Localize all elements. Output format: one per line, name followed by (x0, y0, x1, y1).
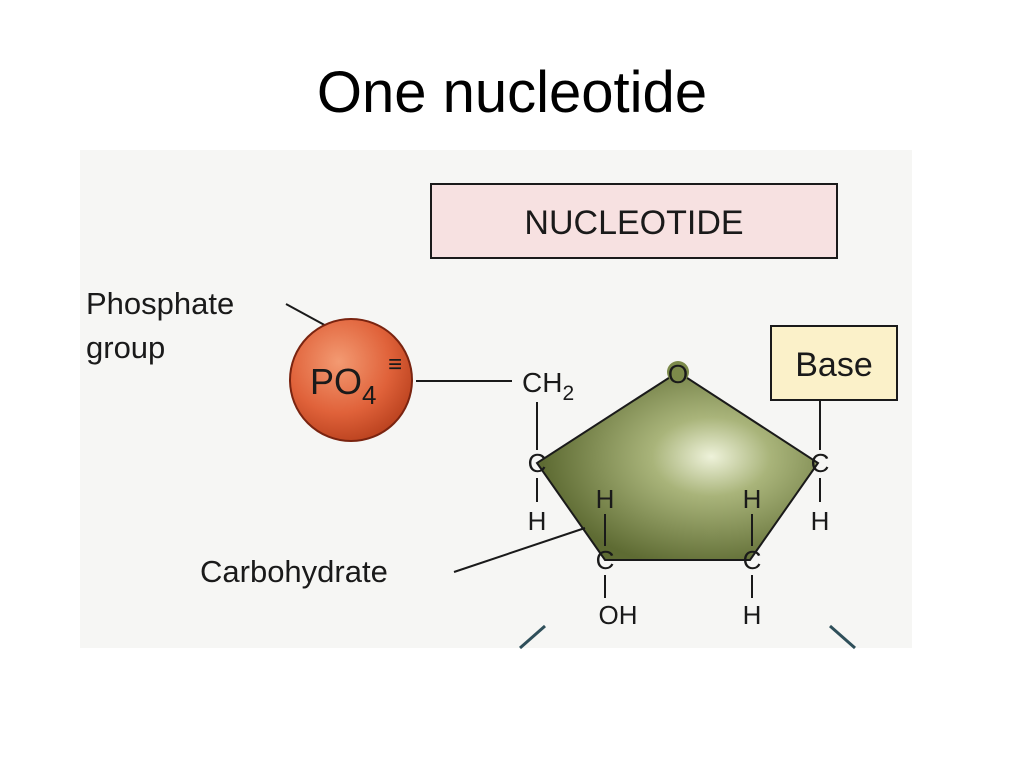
atom-c-left: C (528, 448, 547, 478)
cropped-line-left (519, 624, 546, 650)
phosphate-label-line1: Phosphate (86, 286, 234, 321)
atom-oh-bottom-left: OH (599, 600, 638, 630)
sugar-ring (535, 370, 820, 561)
atom-c-bottom-right: C (743, 545, 762, 575)
atom-h-bottom-left-top: H (596, 484, 615, 514)
nucleotide-header-label: NUCLEOTIDE (524, 204, 743, 242)
phosphate-formula-charge: ≡ (388, 351, 402, 378)
ch2-label: CH2 (522, 367, 574, 405)
ring-oxygen-dot (667, 361, 689, 383)
ch2-sub: 2 (562, 382, 574, 405)
atom-h-right: H (811, 506, 830, 536)
base-label: Base (795, 346, 873, 384)
carbohydrate-label: Carbohydrate (200, 554, 388, 589)
phosphate-formula: PO4 (310, 361, 376, 410)
atom-c-bottom-left: C (596, 545, 615, 575)
cropped-line-right (829, 624, 856, 650)
ring-oxygen-label: O (668, 359, 688, 389)
atom-h-bottom-right-top: H (743, 484, 762, 514)
slide-title: One nucleotide (316, 60, 708, 125)
atom-h-bottom-right: H (743, 600, 762, 630)
phosphate-formula-sub: 4 (362, 380, 376, 410)
phosphate-circle (289, 318, 413, 442)
phosphate-formula-main: PO (310, 361, 362, 402)
carbohydrate-pointer-line (453, 527, 586, 573)
nucleotide-header-box (430, 183, 838, 259)
base-box (770, 325, 898, 401)
phosphate-label-line2: group (86, 330, 165, 365)
ch2-main: CH (522, 367, 562, 398)
atom-c-right: C (811, 448, 830, 478)
atom-h-left: H (528, 506, 547, 536)
